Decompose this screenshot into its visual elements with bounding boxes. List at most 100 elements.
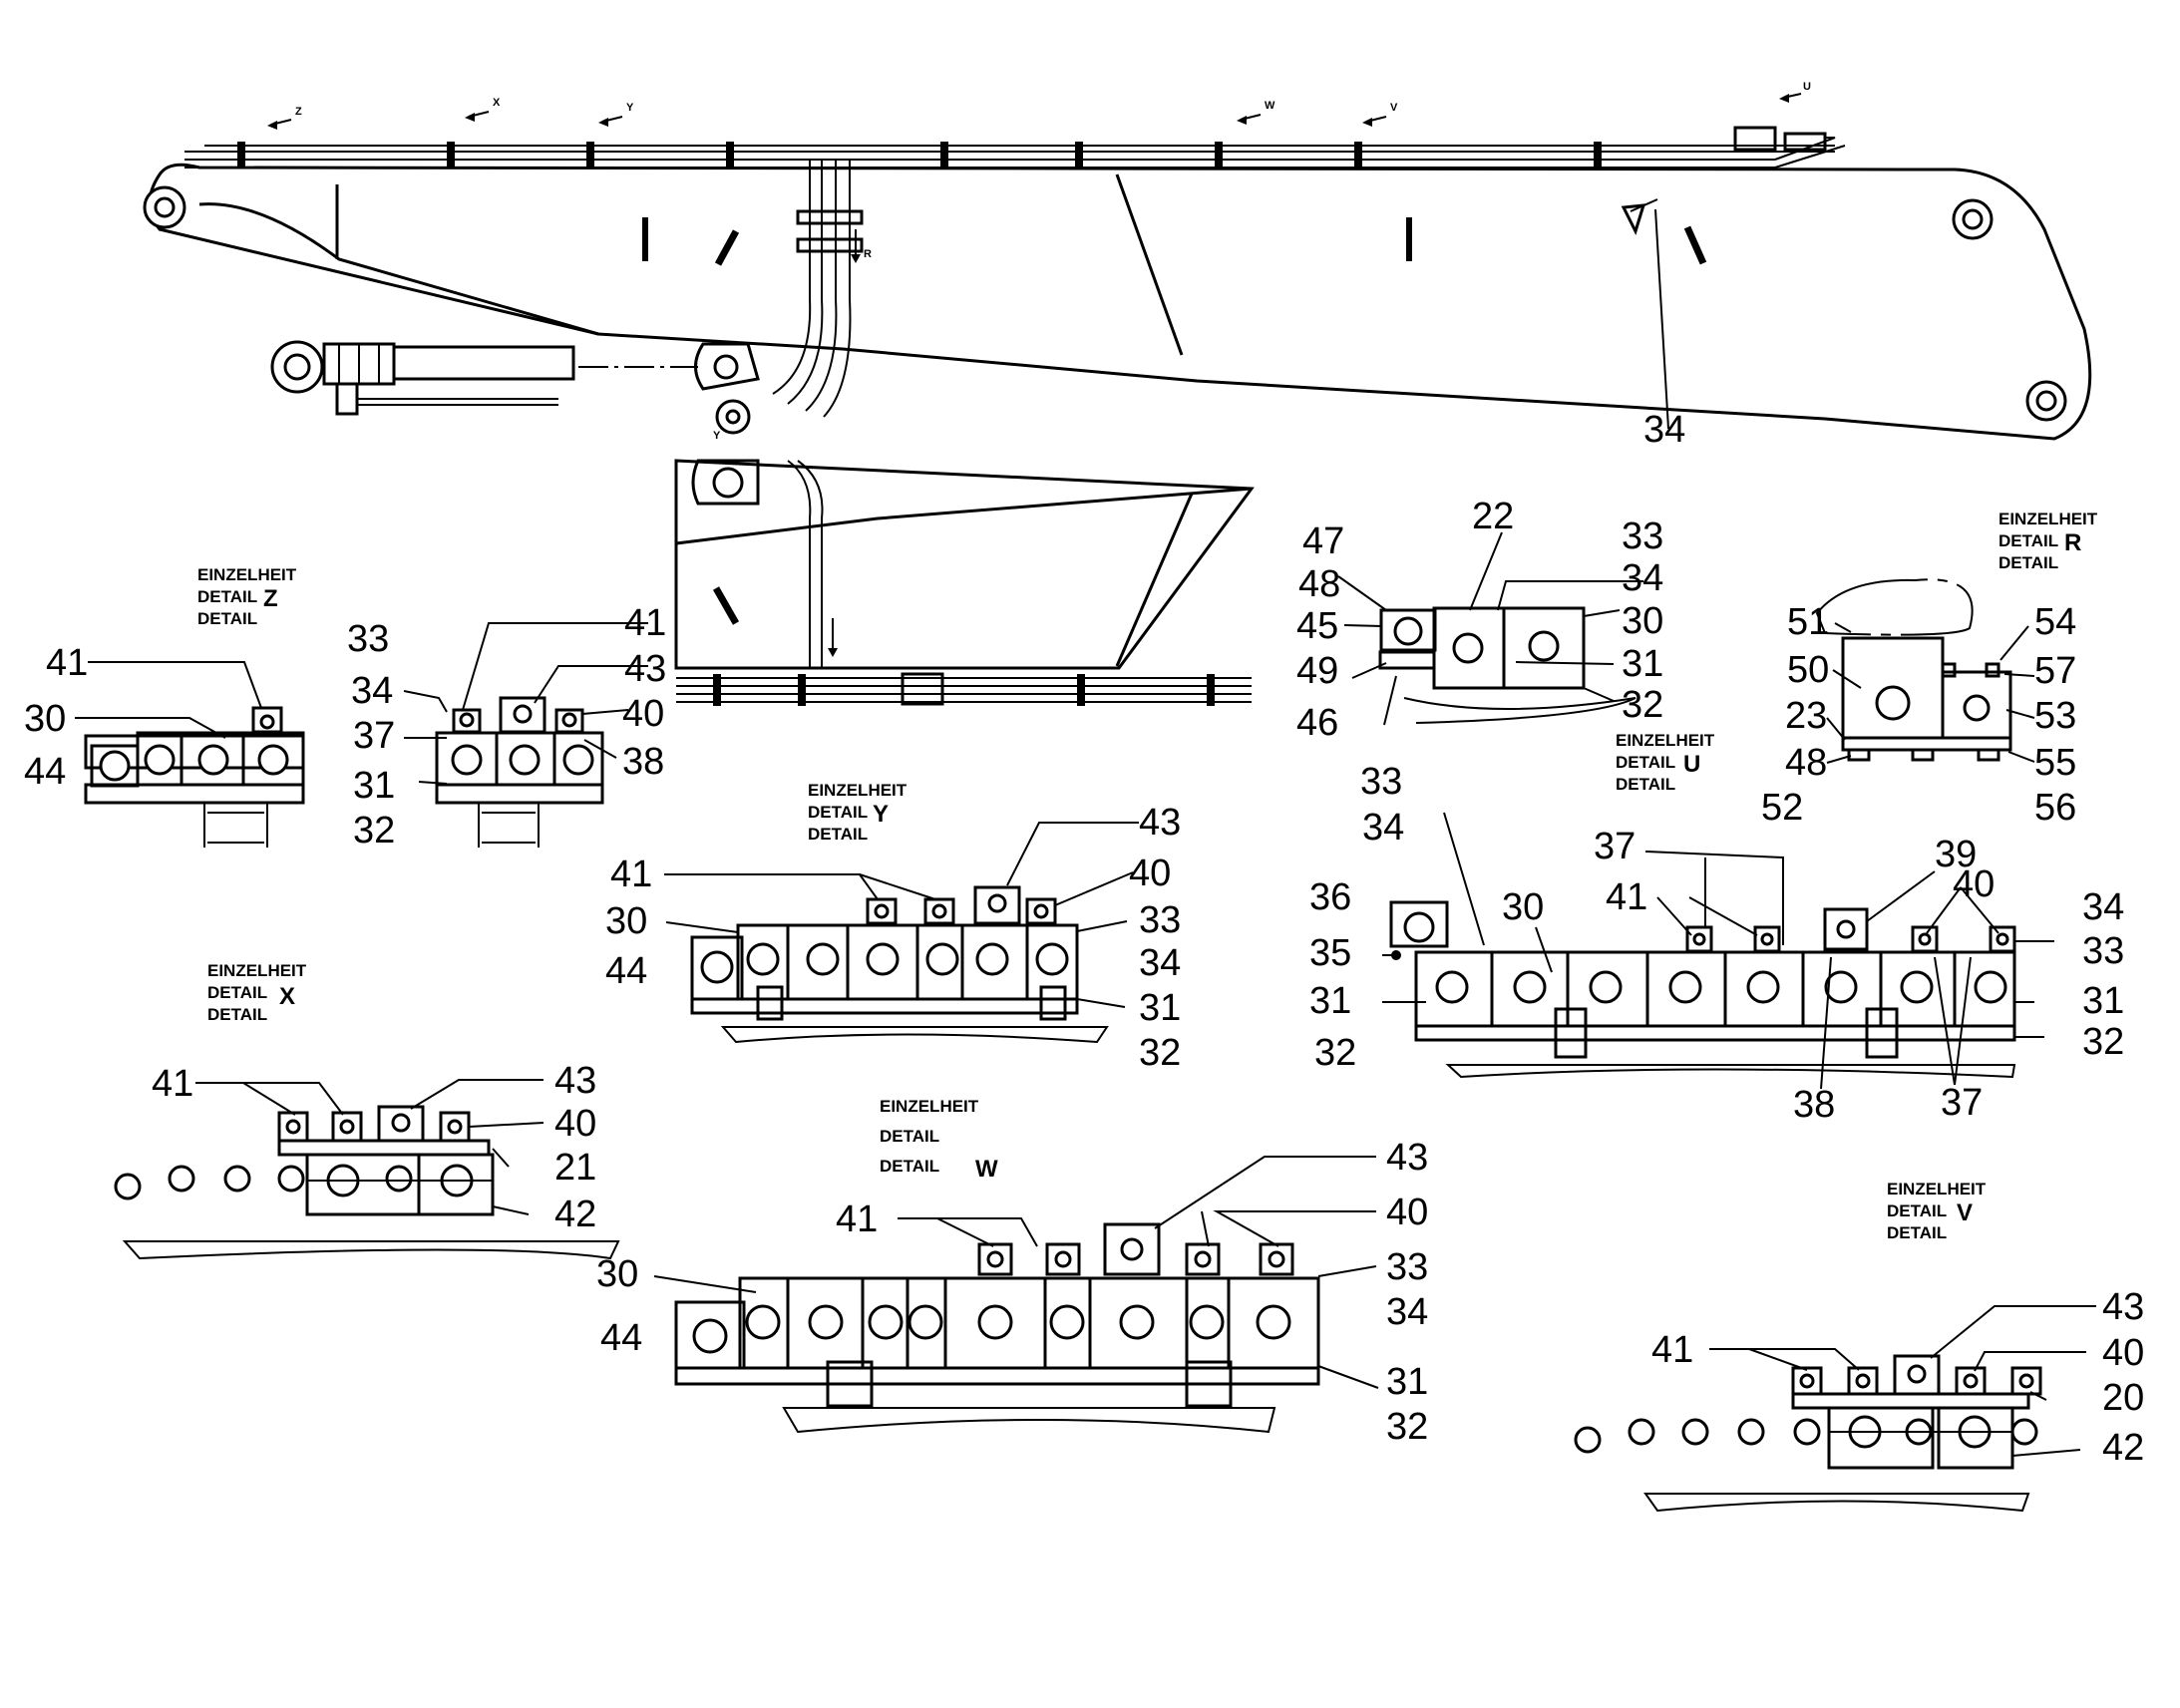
svg-text:DETAIL: DETAIL: [1998, 531, 2058, 550]
section-arrow-r: R: [851, 229, 872, 263]
svg-text:U: U: [1683, 751, 1700, 778]
svg-text:DETAIL: DETAIL: [808, 825, 868, 844]
section-arrow-x: X: [465, 97, 501, 122]
svg-text:33: 33: [1386, 1246, 1428, 1288]
svg-text:30: 30: [1502, 886, 1544, 928]
svg-text:35: 35: [1309, 932, 1351, 974]
svg-text:40: 40: [554, 1103, 596, 1145]
section-arrow-v: V: [1362, 102, 1398, 127]
svg-text:33: 33: [1139, 899, 1181, 941]
svg-text:V: V: [1390, 102, 1398, 114]
detail-y: EINZELHEIT DETAIL Y DETAIL 41 43 40 30 3…: [605, 781, 1181, 1074]
svg-text:32: 32: [2082, 1021, 2124, 1063]
svg-text:EINZELHEIT: EINZELHEIT: [880, 1097, 979, 1116]
svg-text:30: 30: [605, 900, 647, 942]
svg-text:Y: Y: [713, 430, 721, 442]
svg-text:37: 37: [1941, 1082, 1983, 1124]
svg-text:41: 41: [152, 1063, 193, 1105]
svg-text:43: 43: [1139, 802, 1181, 844]
svg-text:Z: Z: [295, 106, 302, 118]
section-arrow-u: U: [1779, 81, 1811, 103]
svg-text:34: 34: [1139, 942, 1181, 984]
main-boom: 34: [143, 126, 2092, 451]
svg-text:DETAIL: DETAIL: [1887, 1223, 1947, 1242]
svg-text:32: 32: [1314, 1032, 1356, 1074]
svg-text:52: 52: [1761, 787, 1803, 829]
detail-r: EINZELHEIT DETAIL R DETAIL 51 54 50 57 2…: [1761, 510, 2098, 829]
svg-text:44: 44: [605, 950, 647, 992]
svg-text:30: 30: [596, 1253, 638, 1295]
svg-text:DETAIL: DETAIL: [197, 587, 257, 606]
svg-text:40: 40: [1953, 863, 1995, 905]
svg-text:DETAIL: DETAIL: [1887, 1201, 1947, 1220]
rail-clamps: [237, 126, 1827, 168]
svg-text:X: X: [279, 983, 295, 1010]
svg-text:38: 38: [622, 741, 664, 783]
svg-text:DETAIL: DETAIL: [808, 803, 868, 822]
svg-text:49: 49: [1296, 650, 1338, 692]
svg-text:31: 31: [1139, 987, 1181, 1029]
svg-text:DETAIL: DETAIL: [207, 1005, 267, 1024]
svg-text:30: 30: [24, 698, 66, 740]
svg-text:V: V: [1957, 1199, 1973, 1226]
svg-text:46: 46: [1296, 702, 1338, 744]
svg-text:32: 32: [1622, 684, 1663, 726]
svg-text:32: 32: [1386, 1406, 1428, 1448]
section-arrow-y: Y: [598, 102, 634, 127]
svg-text:EINZELHEIT: EINZELHEIT: [207, 961, 307, 980]
detail-w: EINZELHEIT DETAIL DETAIL W 43: [596, 1097, 1428, 1448]
svg-text:EINZELHEIT: EINZELHEIT: [808, 781, 908, 800]
svg-text:48: 48: [1298, 563, 1340, 605]
svg-text:33: 33: [2082, 930, 2124, 972]
svg-text:Y: Y: [626, 102, 634, 114]
svg-text:34: 34: [2082, 886, 2124, 928]
svg-text:31: 31: [2082, 980, 2124, 1022]
svg-text:34: 34: [1362, 807, 1404, 849]
section-arrow-z: Z: [267, 106, 302, 130]
svg-text:DETAIL: DETAIL: [1998, 553, 2058, 572]
detail-z: EINZELHEIT DETAIL Z DETAIL 41: [24, 565, 666, 852]
svg-text:42: 42: [554, 1194, 596, 1235]
section-arrow-y2: Y: [713, 430, 721, 442]
svg-text:40: 40: [2102, 1332, 2144, 1374]
svg-text:41: 41: [46, 642, 88, 684]
svg-text:43: 43: [554, 1060, 596, 1102]
svg-text:37: 37: [1594, 826, 1635, 867]
svg-text:45: 45: [1296, 605, 1338, 647]
svg-text:32: 32: [353, 810, 395, 852]
svg-text:DETAIL: DETAIL: [207, 983, 267, 1002]
svg-text:55: 55: [2034, 742, 2076, 784]
section-arrow-w: W: [1237, 100, 1275, 125]
svg-text:21: 21: [554, 1147, 596, 1189]
svg-text:51: 51: [1787, 601, 1829, 643]
svg-text:22: 22: [1472, 496, 1514, 537]
svg-text:20: 20: [2102, 1377, 2144, 1419]
svg-text:40: 40: [622, 693, 664, 735]
svg-text:30: 30: [1622, 600, 1663, 642]
section-arrows: Z X Y W V U R Y: [267, 81, 1811, 442]
svg-text:31: 31: [1309, 980, 1351, 1022]
svg-text:41: 41: [624, 602, 666, 644]
detail-u: 47 22 33 48 34 45 30 49 31 46 32 EINZELH…: [1296, 496, 2124, 1126]
detail-v: EINZELHEIT DETAIL V DETAIL 41 43 40 20 4…: [1574, 1180, 2144, 1513]
svg-text:R: R: [2064, 529, 2081, 556]
svg-text:47: 47: [1302, 520, 1344, 562]
svg-text:X: X: [493, 97, 501, 109]
callout-34-main: 34: [1643, 409, 1685, 451]
svg-text:57: 57: [2034, 650, 2076, 692]
svg-text:W: W: [1265, 100, 1275, 112]
svg-text:36: 36: [1309, 876, 1351, 918]
svg-text:40: 40: [1129, 853, 1171, 894]
root-section-view: [674, 459, 1255, 706]
svg-text:39: 39: [1935, 834, 1977, 875]
svg-text:EINZELHEIT: EINZELHEIT: [1887, 1180, 1987, 1198]
svg-text:33: 33: [1360, 761, 1402, 803]
svg-text:Y: Y: [873, 801, 889, 828]
svg-text:56: 56: [2034, 787, 2076, 829]
svg-text:32: 32: [1139, 1032, 1181, 1074]
svg-text:41: 41: [1651, 1329, 1693, 1371]
svg-text:R: R: [864, 248, 872, 260]
svg-text:43: 43: [624, 648, 666, 690]
svg-text:EINZELHEIT: EINZELHEIT: [197, 565, 297, 584]
